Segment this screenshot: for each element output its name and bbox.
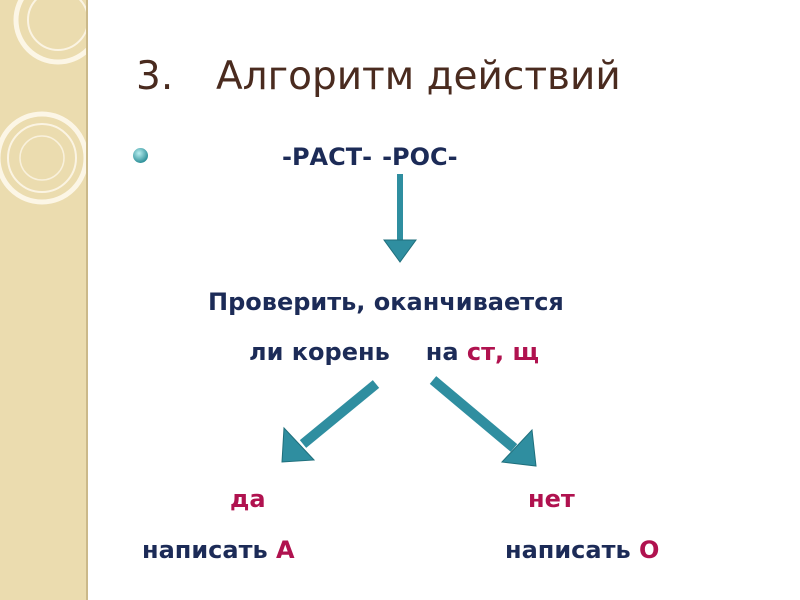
write-o-prefix: написать bbox=[505, 536, 631, 564]
check-instruction-line2: ли корень на ст, щ bbox=[249, 338, 539, 366]
letter-a: А bbox=[276, 536, 295, 564]
check-letters: ст, щ bbox=[467, 338, 539, 366]
arrow-down-right-icon bbox=[433, 380, 536, 466]
write-o-instruction: написать О bbox=[505, 536, 659, 564]
arrow-down-icon bbox=[384, 174, 416, 262]
check-root-text: ли корень bbox=[249, 338, 390, 366]
no-label: нет bbox=[528, 485, 575, 513]
write-a-prefix: написать bbox=[142, 536, 268, 564]
check-on-text: на bbox=[426, 338, 459, 366]
letter-o: О bbox=[639, 536, 659, 564]
write-a-instruction: написать А bbox=[142, 536, 295, 564]
check-instruction-line1: Проверить, оканчивается bbox=[208, 288, 564, 316]
arrow-down-left-icon bbox=[282, 384, 376, 462]
yes-label: да bbox=[230, 485, 266, 513]
